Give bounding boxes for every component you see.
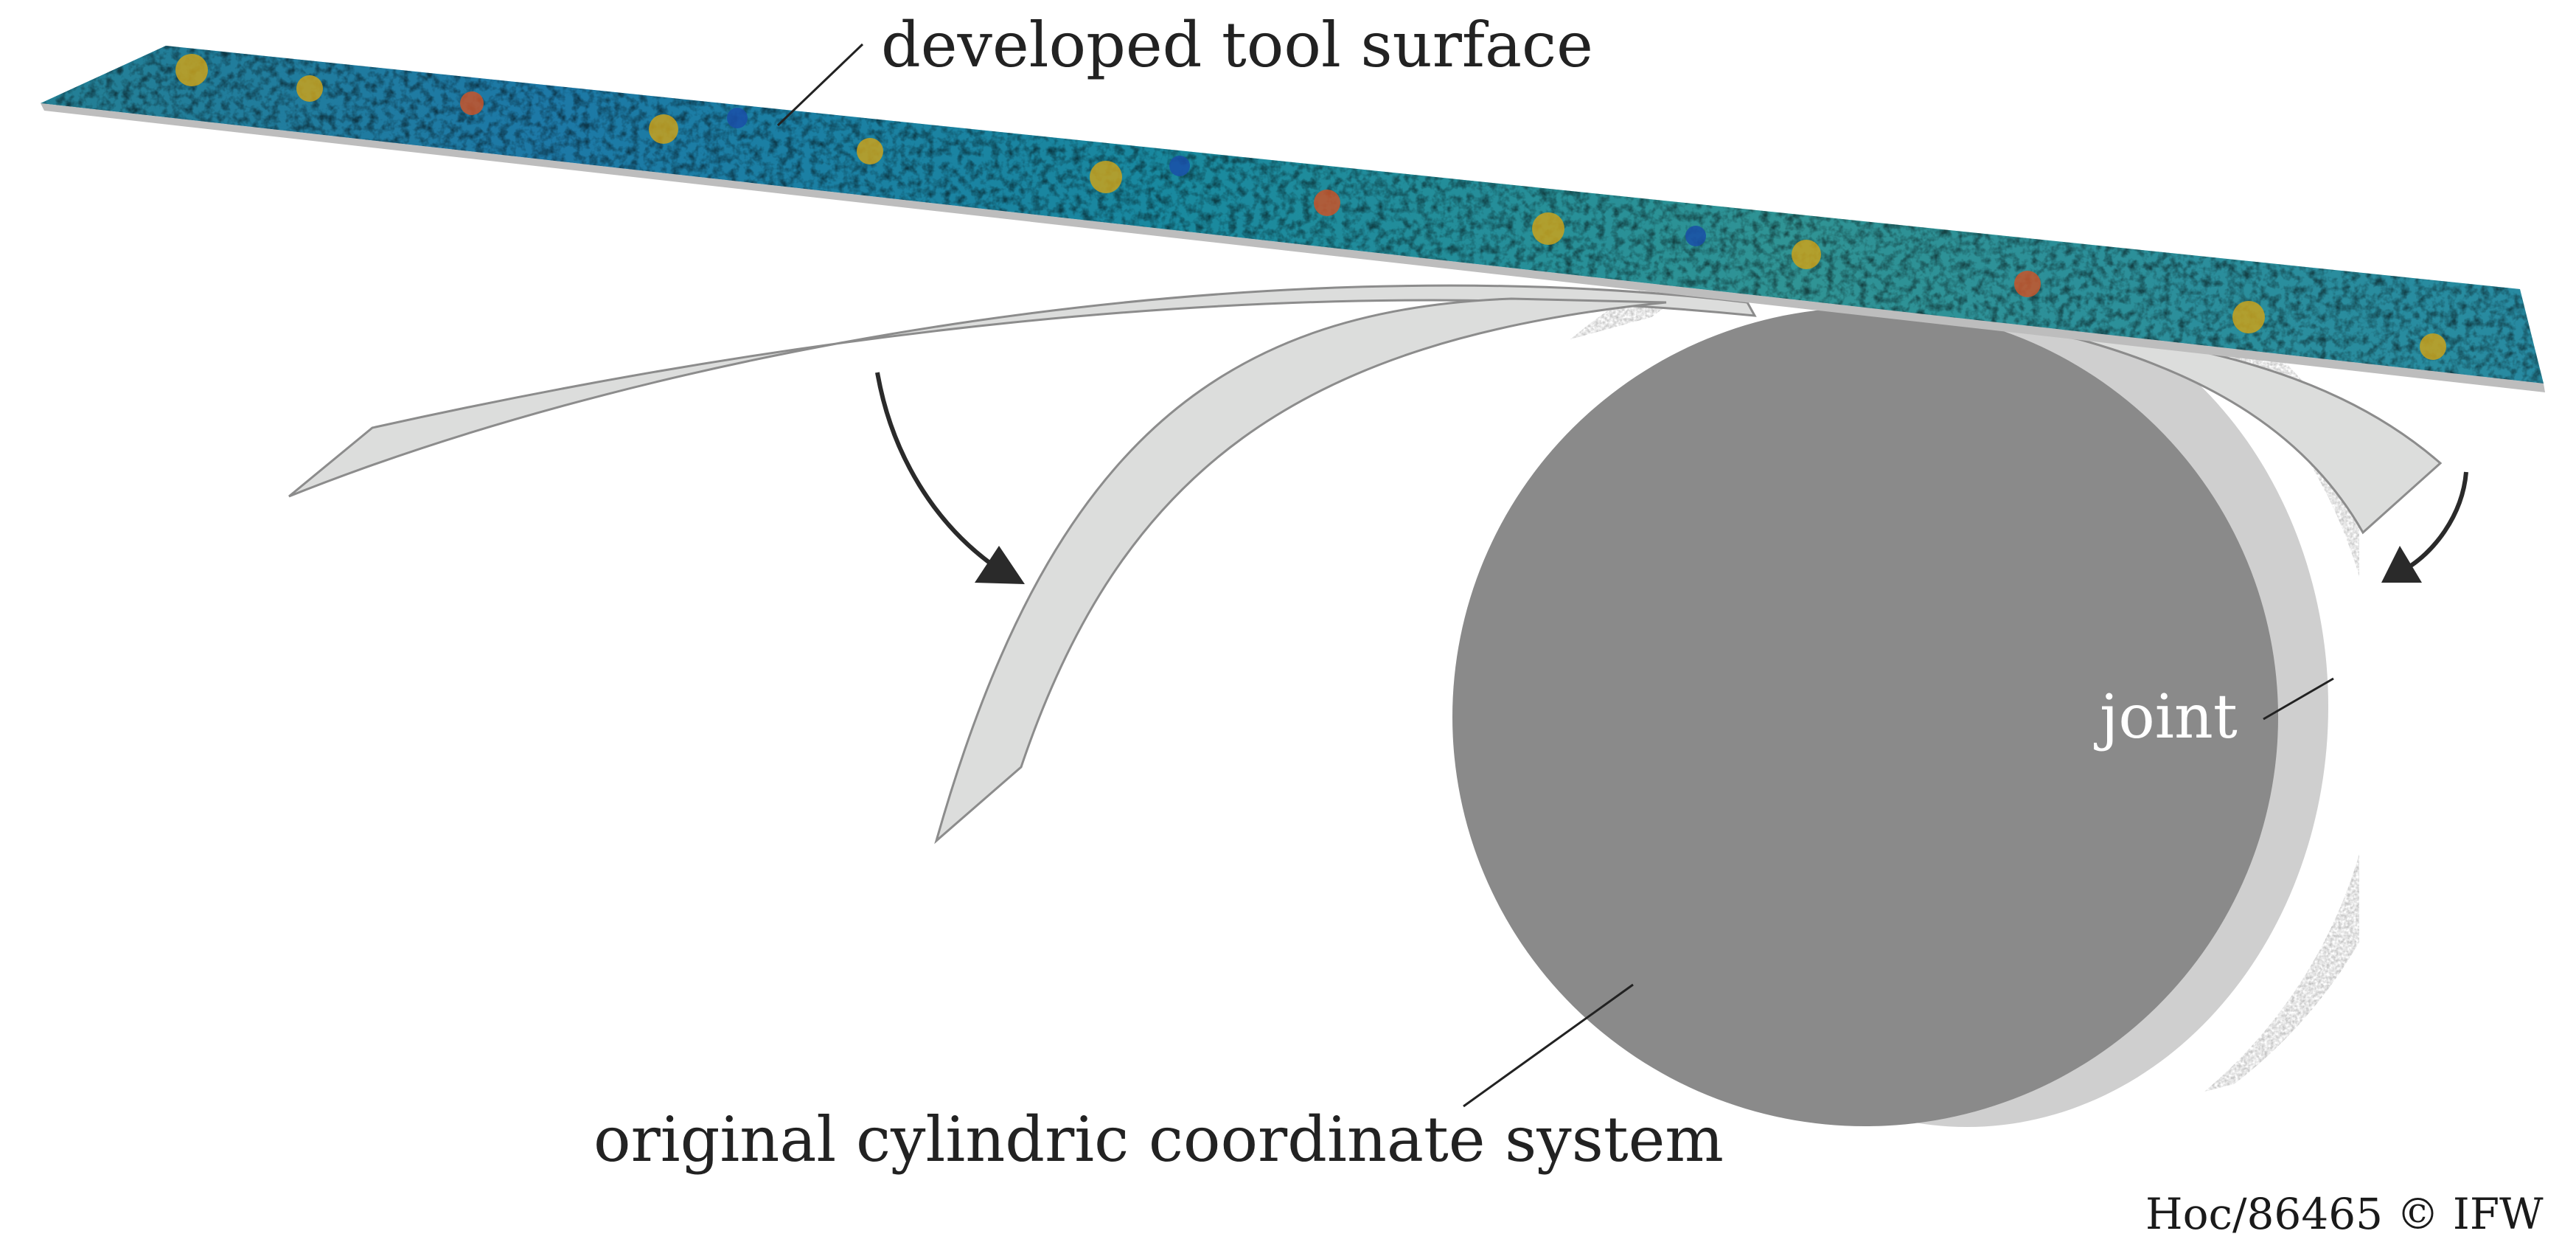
label-joint: joint: [2100, 682, 2238, 752]
leader-line-cylinder: [1463, 983, 1634, 1108]
cylinder-face: [1452, 308, 2278, 1126]
label-developed-tool-surface: developed tool surface: [881, 9, 1593, 81]
rotation-arrow-right: [2381, 471, 2468, 583]
copyright-notice: Hoc/86465 © IFW: [2145, 1189, 2544, 1239]
leader-line-joint: [2263, 677, 2334, 721]
label-original-cylindric-coordinate-system: original cylindric coordinate system: [593, 1103, 1724, 1176]
rotation-arrow-left: [875, 372, 1025, 584]
unrolling-strip-middle: [934, 297, 1667, 844]
leader-line-surface: [776, 43, 864, 127]
